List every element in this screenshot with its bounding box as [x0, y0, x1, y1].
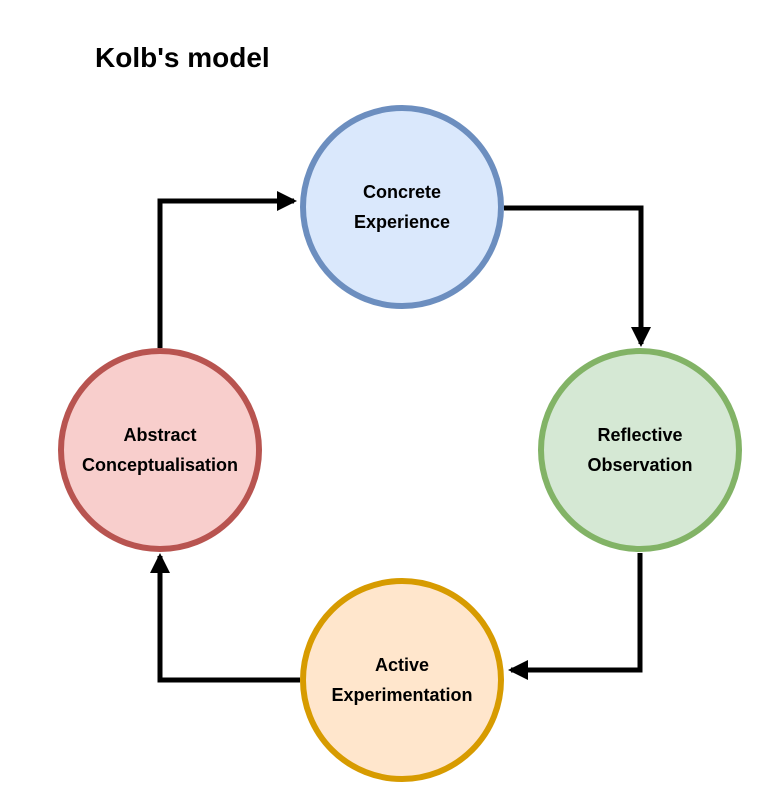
- arrow-active-to-abstract: [150, 553, 300, 683]
- node-abstract-conceptualisation: Abstract Conceptualisation: [58, 348, 262, 552]
- node-label-line: Concrete: [362, 182, 442, 202]
- node-label-line: Abstract: [123, 425, 197, 445]
- node-active-experimentation: Active Experimentation: [300, 578, 504, 782]
- node-concrete-experience: Concrete Experience: [300, 105, 504, 309]
- node-label-line: Observation: [587, 455, 693, 475]
- arrow-concrete-to-reflective: [504, 205, 651, 347]
- node-label-line: Reflective: [597, 425, 683, 445]
- node-reflective-observation: Reflective Observation: [538, 348, 742, 552]
- node-label-line: Experience: [353, 212, 451, 232]
- node-label-line: Conceptualisation: [81, 455, 238, 475]
- arrow-abstract-to-concrete: [157, 191, 297, 348]
- arrow-reflective-to-active: [508, 553, 643, 680]
- page-title: Kolb's model: [95, 42, 270, 73]
- node-label-line: Experimentation: [331, 685, 473, 705]
- node-label-line: Active: [374, 655, 430, 675]
